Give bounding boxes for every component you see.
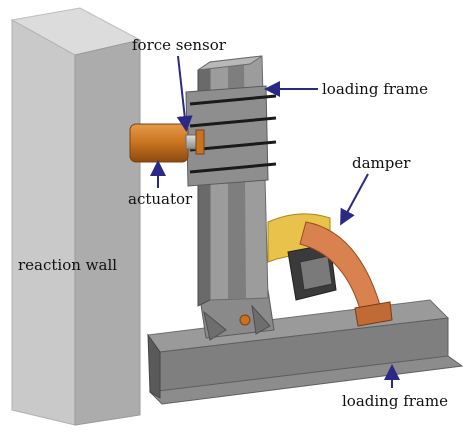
reaction-wall-front xyxy=(11,19,76,426)
reaction-wall-side xyxy=(74,39,141,426)
damper xyxy=(299,221,393,327)
bottom-loading-frame xyxy=(147,299,464,405)
force-sensor-body xyxy=(195,129,205,155)
arrow-damper xyxy=(340,173,369,226)
reaction-wall xyxy=(10,7,142,426)
beam-end xyxy=(147,333,161,399)
label-loading-frame-top: loading frame xyxy=(322,80,428,98)
damper-clamp xyxy=(287,243,337,301)
label-loading-frame-bottom: loading frame xyxy=(342,392,448,410)
column-top xyxy=(197,55,263,71)
label-reaction-wall: reaction wall xyxy=(18,256,117,274)
annotation-arrows xyxy=(150,55,400,388)
actuator-body xyxy=(129,123,189,163)
arrow-force-sensor xyxy=(176,55,193,132)
label-actuator: actuator xyxy=(128,190,193,208)
label-force-sensor: force sensor xyxy=(132,36,227,54)
hinge-pin xyxy=(239,314,251,326)
label-damper: damper xyxy=(352,154,411,172)
actuator xyxy=(129,123,205,163)
